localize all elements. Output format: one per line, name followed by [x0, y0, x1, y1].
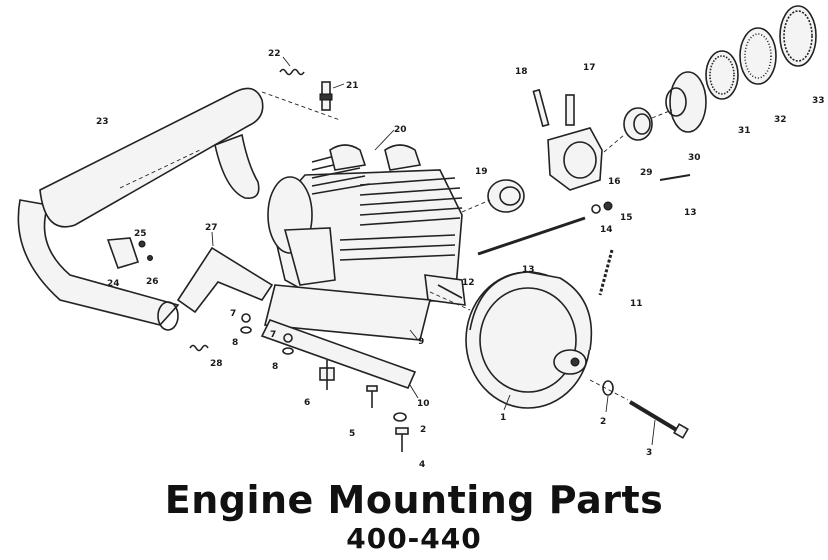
callout-2: 2 — [600, 417, 606, 427]
callout-25: 25 — [134, 229, 147, 239]
callout-11: 11 — [630, 299, 643, 309]
callout-22: 22 — [268, 49, 281, 59]
exhaust-clamp — [106, 237, 153, 269]
callout-8: 8 — [232, 338, 238, 348]
callout-31: 31 — [738, 126, 751, 136]
callout-1: 1 — [500, 413, 506, 423]
callout-13: 13 — [522, 265, 535, 275]
callout-14: 14 — [600, 225, 613, 235]
carburetor — [532, 88, 603, 191]
callout-23: 23 — [96, 117, 109, 127]
exhaust-spring — [279, 56, 305, 76]
callout-21: 21 — [346, 81, 359, 91]
callout-7: 7 — [270, 330, 276, 340]
callout-12: 12 — [462, 278, 475, 288]
callout-19: 19 — [475, 167, 488, 177]
callout-29: 29 — [640, 168, 653, 178]
flywheel — [465, 271, 593, 411]
air-screen-middle — [739, 27, 777, 85]
page-title: Engine Mounting Parts — [164, 478, 664, 522]
callout-9: 9 — [418, 337, 424, 347]
cable-tie — [598, 249, 614, 296]
page-subtitle: 400-440 — [346, 522, 482, 555]
callout-30: 30 — [688, 153, 701, 163]
callout-20: 20 — [394, 125, 407, 135]
callout-5: 5 — [349, 429, 355, 439]
exhaust-spring-lower — [189, 344, 209, 352]
air-screen-inner — [705, 50, 739, 100]
callout-13: 13 — [684, 208, 697, 218]
mounting-bracket — [176, 231, 274, 314]
callout-10: 10 — [417, 399, 430, 409]
engine-mount-plate — [260, 284, 432, 399]
air-silencer — [665, 71, 707, 133]
callout-17: 17 — [583, 63, 596, 73]
callout-33: 33 — [812, 96, 825, 106]
carb-fittings — [591, 201, 613, 214]
washer — [602, 380, 614, 413]
cylinder-fins — [311, 151, 463, 261]
engine-block — [267, 129, 466, 306]
air-screen-outer — [779, 5, 817, 67]
callout-7: 7 — [230, 309, 236, 319]
callout-27: 27 — [205, 223, 218, 233]
callout-8: 8 — [272, 362, 278, 372]
callout-28: 28 — [210, 359, 223, 369]
callout-24: 24 — [107, 279, 120, 289]
spark-plug — [319, 81, 345, 111]
callout-32: 32 — [774, 115, 787, 125]
callout-26: 26 — [146, 277, 159, 287]
exhaust-expansion-chamber — [17, 87, 264, 331]
mount-fasteners — [240, 313, 409, 452]
intake-clamp — [623, 107, 653, 141]
carburetor-adaptor — [487, 179, 525, 213]
flywheel-bolt — [628, 400, 689, 446]
assembly-axes — [261, 91, 673, 401]
callout-6: 6 — [304, 398, 310, 408]
callout-4: 4 — [419, 460, 425, 470]
callout-15: 15 — [620, 213, 633, 223]
exploded-parts-diagram: 1 2 2 3 4 5 6 7 7 8 8 9 10 11 12 13 13 1… — [17, 5, 825, 470]
callout-2: 2 — [420, 425, 426, 435]
callout-3: 3 — [646, 448, 652, 458]
callouts: 1 2 2 3 4 5 6 7 7 8 8 9 10 11 12 13 13 1… — [96, 49, 825, 470]
callout-16: 16 — [608, 177, 621, 187]
fuel-line — [437, 174, 691, 299]
callout-18: 18 — [515, 67, 528, 77]
